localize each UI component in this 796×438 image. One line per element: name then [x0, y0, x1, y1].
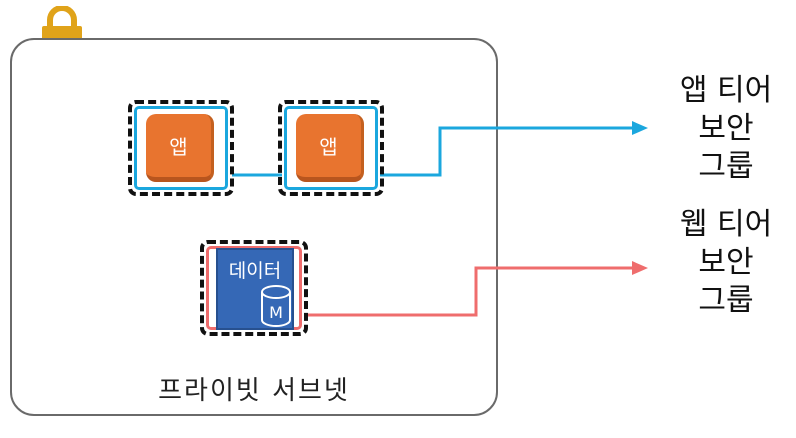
- app-node-2-label: 앱: [319, 135, 338, 159]
- database-label: 데이터: [228, 260, 282, 282]
- app-tier-security-group-label: 앱 티어 보안 그룹: [662, 72, 790, 186]
- app-tier-label-line-3: 그룹: [698, 149, 754, 184]
- web-group-arrow: [306, 266, 635, 317]
- private-subnet-box: [10, 38, 498, 416]
- database-node[interactable]: 데이터 M: [216, 248, 294, 330]
- app-security-group-box-1: [128, 100, 234, 196]
- web-tier-label-line-1: 웹 티어: [679, 207, 773, 242]
- app-group-arrowhead: [632, 121, 648, 135]
- app-tier-label-line-2: 보안: [698, 111, 754, 146]
- web-tier-label-line-3: 그룹: [698, 283, 754, 318]
- app-group-arrow: [380, 126, 635, 177]
- database-badge: M: [269, 303, 283, 322]
- web-tier-security-group-label: 웹 티어 보안 그룹: [662, 206, 790, 320]
- app-tier-label-line-1: 앱 티어: [679, 73, 773, 108]
- private-subnet-label: 프라이빗 서브넷: [158, 376, 350, 406]
- app-security-group-box-2: [278, 100, 384, 196]
- database-icon: M: [261, 285, 291, 327]
- web-group-arrowhead: [632, 261, 648, 275]
- web-tier-label-line-2: 보안: [698, 245, 754, 280]
- app-node-1[interactable]: 앱: [146, 114, 214, 182]
- app-node-1-label: 앱: [169, 135, 188, 159]
- app-node-2[interactable]: 앱: [296, 114, 364, 182]
